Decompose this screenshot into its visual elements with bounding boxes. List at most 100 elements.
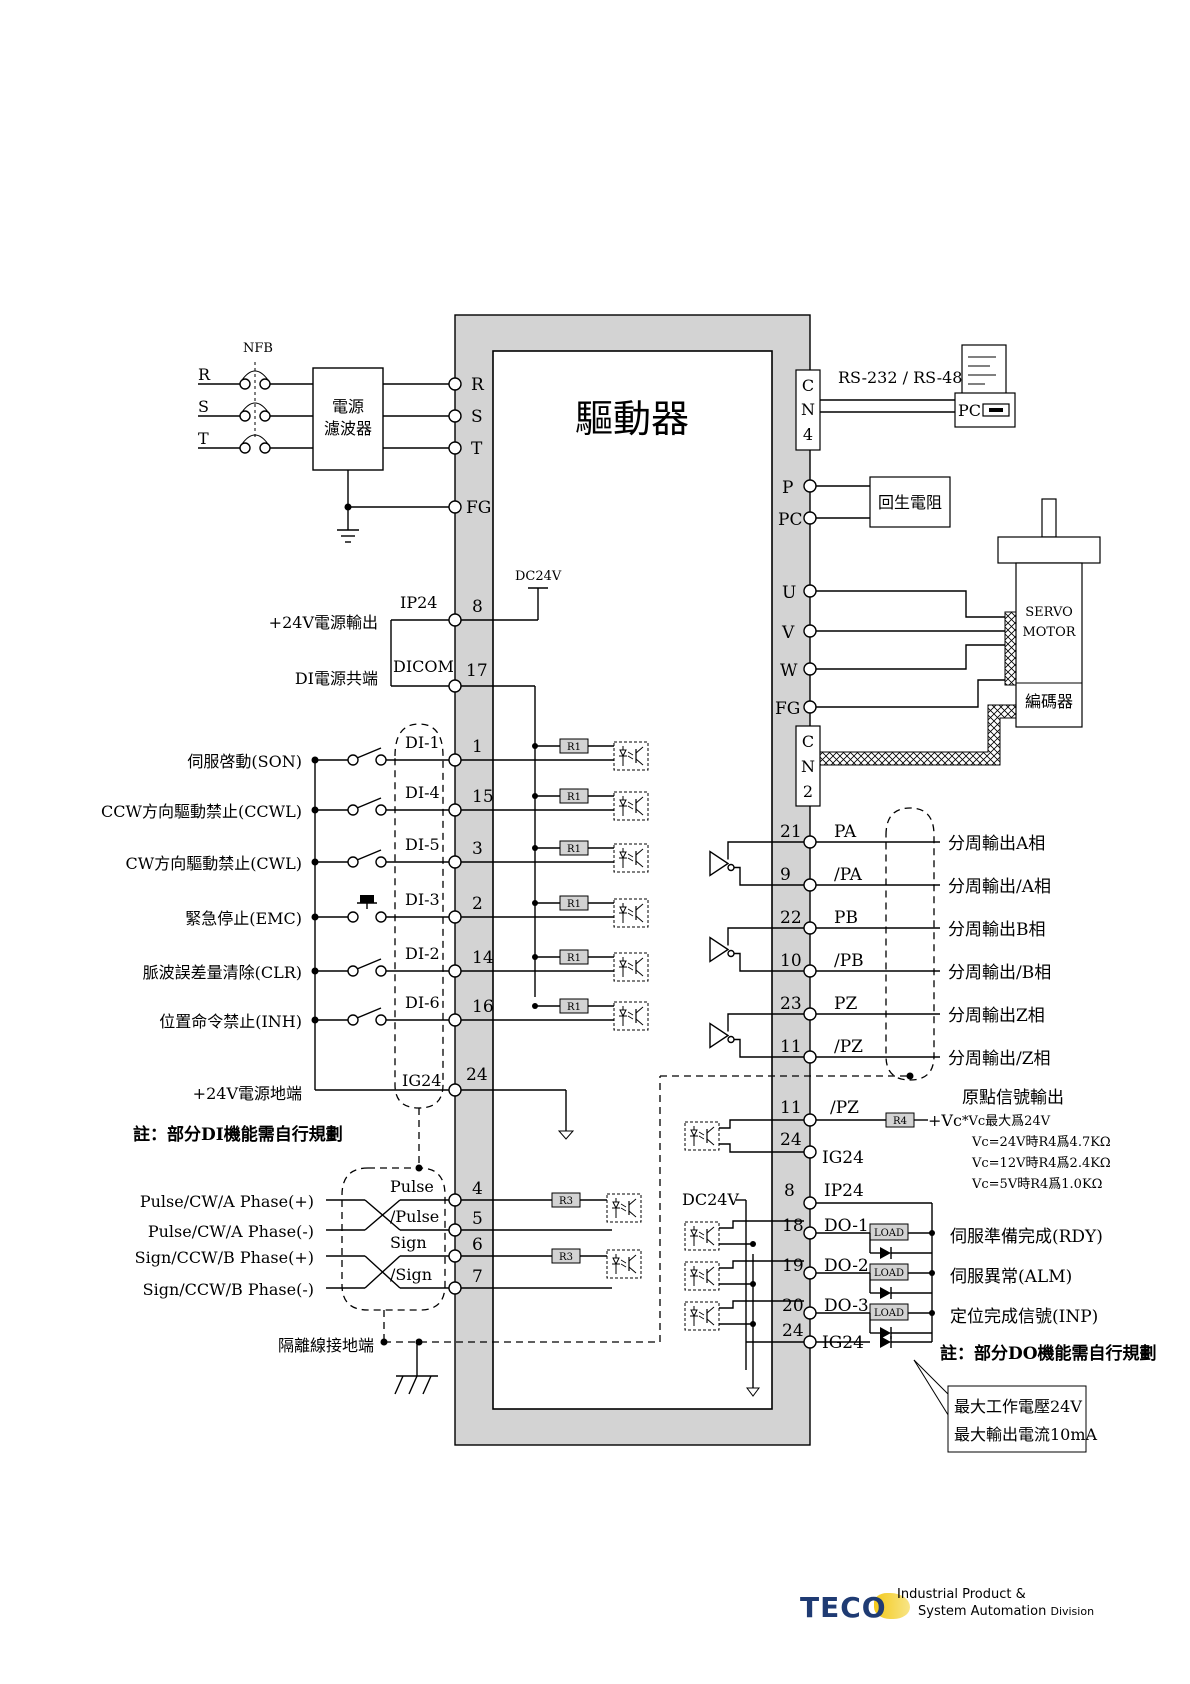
cn2-c: C (802, 732, 814, 751)
nfb-breaker (239, 362, 271, 454)
encoder-output-label: 分周輸出Z相 (948, 1006, 1045, 1026)
pin-dicom: 17 (466, 661, 488, 681)
pulse-signal-label: Sign (390, 1233, 427, 1252)
di-pin: 14 (472, 948, 494, 968)
phase-r-label: R (198, 365, 211, 384)
regen-resistor-box (869, 476, 951, 528)
r1-label: R1 (567, 742, 581, 753)
encoder-signal: PA (834, 822, 857, 842)
origin-note-2: Vc=24V時R4爲4.7KΩ (971, 1135, 1111, 1150)
do-pin-ig24: 24 (782, 1321, 804, 1341)
teco-logo: TECO Industrial Product & System Automat… (800, 1587, 1100, 1633)
di-input-label: CW方向驅動禁止(CWL) (126, 854, 303, 873)
encoder-output-label: 分周輸出A相 (948, 834, 1045, 854)
ip24-label: IP24 (400, 593, 437, 612)
encoder-output-label: 分周輸出/Z相 (948, 1049, 1051, 1069)
r1-label: R1 (567, 1002, 581, 1013)
phase-s-label: S (198, 397, 209, 416)
power-filter-box (312, 367, 384, 471)
encoder-signal: /PZ (834, 1037, 863, 1057)
do-spec-box (947, 1385, 1087, 1453)
cn4-n: N (801, 400, 815, 419)
do-pin: 18 (782, 1216, 804, 1236)
out24v-label: +24V電源輸出 (269, 613, 378, 632)
motor-flange (997, 536, 1101, 564)
motor-label-2: MOTOR (1022, 625, 1076, 640)
origin-title: 原點信號輸出 (962, 1088, 1064, 1108)
di-name: DI-3 (405, 890, 440, 909)
pulse-input-label: Pulse/CW/A Phase(+) (140, 1192, 314, 1211)
encoder-output-label: 分周輸出B相 (948, 920, 1046, 940)
driver-inner-frame (492, 350, 773, 1410)
encoder-signal: PB (834, 908, 858, 928)
di-input-label: 伺服啓動(SON) (187, 752, 302, 771)
dc24v-inner-label: DC24V (515, 569, 562, 584)
do-output-label: 伺服異常(ALM) (950, 1267, 1072, 1287)
do-pin: 20 (782, 1296, 804, 1316)
origin-sig-1: /PZ (830, 1098, 859, 1118)
pulse-pin: 6 (472, 1235, 483, 1255)
phase-t-label: T (198, 429, 209, 448)
origin-note-3: Vc=12V時R4爲2.4KΩ (971, 1156, 1111, 1171)
term-w-label: W (780, 661, 798, 681)
vc-label: +Vc (928, 1111, 962, 1130)
r1-label: R1 (567, 792, 581, 803)
cn4-4: 4 (803, 425, 813, 444)
line-driver (709, 841, 804, 886)
cn4-c: C (802, 376, 814, 395)
di-name: DI-1 (405, 733, 440, 752)
regen-label: 回生電阻 (878, 493, 942, 512)
power-filter-line1: 電源 (332, 397, 364, 416)
di-input-label: 位置命令禁止(INH) (159, 1012, 302, 1031)
pulse-signal-label: /Sign (390, 1265, 432, 1284)
encoder-signal: /PB (834, 951, 864, 971)
teco-logo-swoosh (874, 1593, 910, 1619)
footer-line-2: System Automation Division (918, 1604, 1094, 1619)
teco-brand: TECO (800, 1591, 887, 1624)
encoder-cable-hatch (819, 704, 1017, 766)
encoder-pin: 22 (780, 908, 802, 928)
line-driver (709, 927, 804, 972)
do-pin-ip24: 8 (784, 1181, 795, 1201)
encoder-pin: 9 (780, 865, 791, 885)
pulse-input-label: Sign/CCW/B Phase(-) (143, 1280, 314, 1299)
term-fg-label: FG (466, 498, 491, 518)
gnd24v-label: +24V電源地端 (193, 1084, 302, 1103)
r1-label: R1 (567, 953, 581, 964)
motor-label-1: SERVO (1025, 605, 1073, 620)
di-common-label: DI電源共端 (295, 669, 378, 688)
do-name: DO-2 (824, 1256, 869, 1276)
encoder-signal: PZ (834, 994, 857, 1014)
footer-line-1: Industrial Product & (897, 1587, 1026, 1602)
motor-connector-hatch (1004, 611, 1017, 686)
pc-label: PC (958, 401, 981, 420)
term-pc-label: PC (778, 510, 802, 530)
pulse-pin: 4 (472, 1179, 483, 1199)
pulse-pin: 5 (472, 1209, 483, 1229)
pulse-signal-label: /Pulse (390, 1207, 439, 1226)
encoder-pin: 11 (780, 1037, 802, 1057)
origin-pin-1: 11 (780, 1098, 802, 1118)
encoder-output-shield (885, 807, 935, 1081)
footer-line-2b: Division (1050, 1605, 1095, 1618)
footer-line-2a: System Automation (918, 1604, 1047, 1619)
pulse-opto-row: R3 (461, 1192, 642, 1231)
di-input-label: CCW方向驅動禁止(CCWL) (101, 802, 302, 821)
r1-label: R1 (567, 899, 581, 910)
term-r-label: R (471, 375, 485, 395)
origin-note-4: Vc=5V時R4爲1.0KΩ (971, 1177, 1102, 1192)
di-name: DI-6 (405, 993, 440, 1012)
pin-ig24-left: 24 (466, 1065, 488, 1085)
driver-title: 驅動器 (575, 397, 689, 441)
